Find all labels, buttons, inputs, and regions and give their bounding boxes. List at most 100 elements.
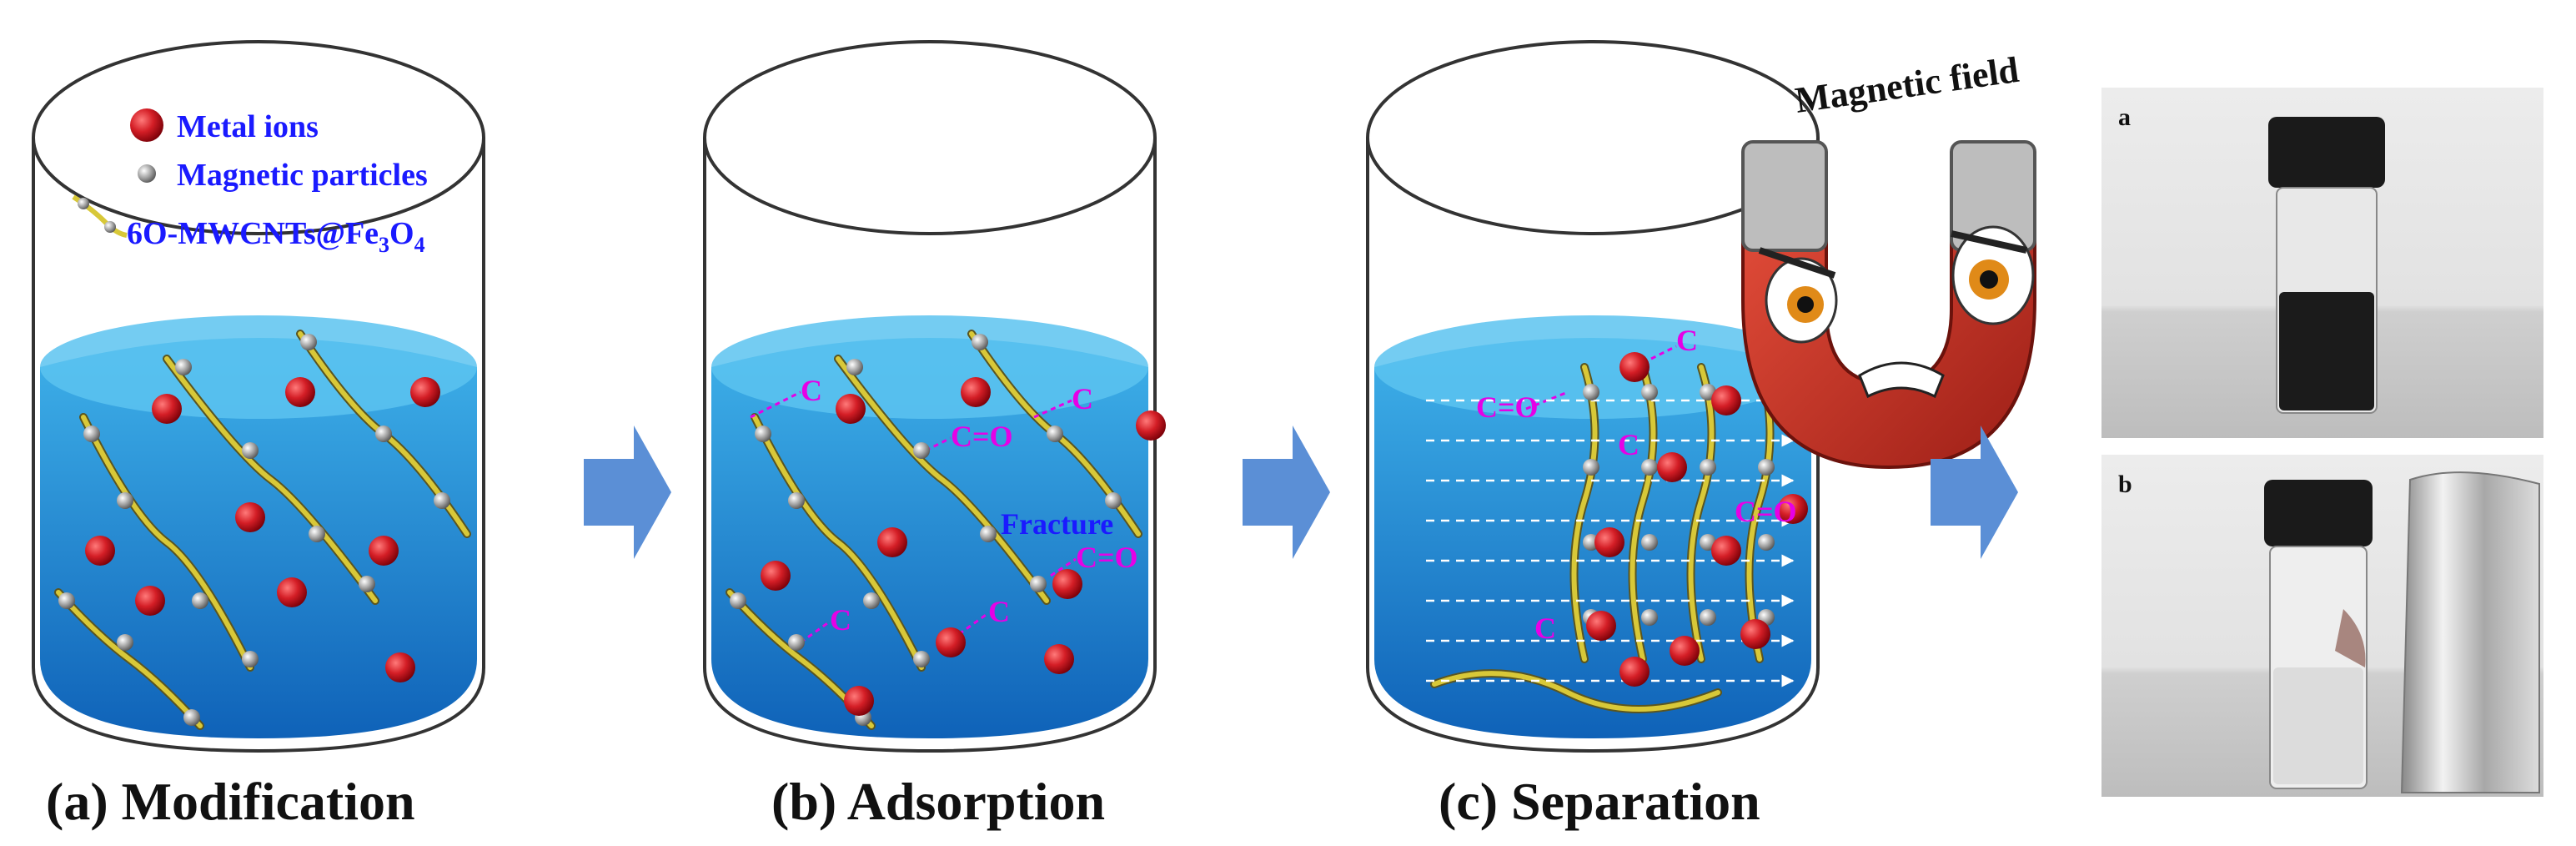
bond-line bbox=[958, 612, 989, 636]
bond-label: C bbox=[1676, 324, 1698, 357]
metal-ion bbox=[235, 502, 265, 532]
photo-b-label: b bbox=[2118, 471, 2132, 498]
magnetic-particle bbox=[117, 492, 133, 509]
magnetic-particle bbox=[1030, 576, 1047, 592]
nanotube bbox=[1571, 365, 1598, 662]
fracture-label: Fracture bbox=[1001, 507, 1113, 541]
bond-label: C bbox=[1534, 612, 1556, 645]
magnetic-particle bbox=[1583, 384, 1599, 400]
metal-ion bbox=[844, 686, 874, 716]
metal-ion bbox=[961, 377, 991, 407]
nanotube bbox=[164, 356, 378, 603]
bond-line bbox=[916, 436, 952, 456]
beaker-b bbox=[703, 40, 1157, 753]
nanotube bbox=[56, 590, 203, 728]
liquid-b bbox=[711, 338, 1148, 738]
metal-ion bbox=[369, 536, 399, 566]
magnetic-particle bbox=[242, 651, 259, 667]
metal-ion bbox=[152, 394, 182, 424]
magnetic-particle bbox=[300, 334, 317, 350]
metal-ion bbox=[1778, 494, 1808, 524]
magnet-icon bbox=[1741, 140, 2036, 470]
legend-magnetic-particles: Magnetic particles bbox=[177, 158, 428, 193]
magnetic-particle bbox=[434, 492, 450, 509]
bond-line bbox=[1650, 345, 1677, 360]
metal-ion bbox=[1657, 452, 1687, 482]
magnetic-particle bbox=[913, 442, 930, 459]
metal-ion bbox=[836, 394, 866, 424]
metal-ion bbox=[410, 377, 440, 407]
legend-metal-ions: Metal ions bbox=[177, 109, 319, 144]
caption-adsorption: (b) Adsorption bbox=[771, 772, 1105, 831]
liquid-a bbox=[40, 338, 477, 738]
photo-a-label: a bbox=[2118, 103, 2131, 131]
particle-layer bbox=[58, 334, 1775, 726]
magnetic-particle bbox=[359, 576, 375, 592]
magnetic-particle bbox=[1641, 459, 1658, 476]
magnetic-particle bbox=[1641, 609, 1658, 626]
metal-ion bbox=[1619, 657, 1650, 687]
bond-label: C bbox=[1072, 382, 1093, 415]
magnetic-particle bbox=[1758, 534, 1775, 551]
nanotube bbox=[81, 415, 253, 670]
metal-ion bbox=[277, 577, 307, 607]
metal-ion-icon bbox=[130, 108, 163, 142]
magnetic-particle bbox=[1105, 492, 1122, 509]
metal-ion bbox=[1594, 527, 1624, 557]
photo-a: a bbox=[2101, 88, 2543, 438]
magnetic-particle bbox=[1641, 384, 1658, 400]
magnetic-particle bbox=[1047, 426, 1063, 442]
bond-line bbox=[750, 390, 801, 419]
arrow-a-to-b bbox=[584, 426, 671, 559]
bond-line bbox=[800, 620, 831, 644]
metal-ion bbox=[1136, 410, 1166, 441]
magnetic-particle bbox=[1758, 459, 1775, 476]
magnetic-particle bbox=[83, 426, 100, 442]
metal-ion bbox=[936, 627, 966, 657]
legend: Metal ions Magnetic particles 6O-MWCNTs@… bbox=[72, 108, 428, 257]
bond-label: C bbox=[830, 603, 851, 637]
metal-ion bbox=[1740, 619, 1770, 649]
magnetic-particle bbox=[58, 592, 75, 609]
magnetic-particle bbox=[730, 592, 746, 609]
magnetic-field-label: Magnetic field bbox=[1793, 49, 2021, 121]
magnetic-particle bbox=[788, 634, 805, 651]
nanotube bbox=[1688, 365, 1715, 662]
nanotube bbox=[1432, 671, 1720, 712]
legend-composite: 6O-MWCNTs@Fe3O4 bbox=[127, 216, 425, 257]
photo-b: b bbox=[2101, 455, 2543, 797]
magnetic-particle bbox=[117, 634, 133, 651]
magnetic-particle bbox=[863, 592, 880, 609]
bond-label: C=O bbox=[1076, 541, 1138, 574]
bond-label: C=O bbox=[1735, 495, 1797, 528]
metal-ion bbox=[877, 527, 907, 557]
magnetic-particle bbox=[1700, 459, 1716, 476]
magnetic-particle bbox=[192, 592, 208, 609]
nanotube bbox=[1629, 365, 1656, 662]
magnetic-particle bbox=[242, 442, 259, 459]
magnetic-particle bbox=[755, 426, 771, 442]
magnetic-particle bbox=[1700, 609, 1716, 626]
bond-line bbox=[1033, 399, 1072, 419]
metal-ion bbox=[1711, 385, 1741, 415]
metal-ion bbox=[761, 561, 791, 591]
metal-ion bbox=[1670, 636, 1700, 666]
metal-ion bbox=[385, 652, 415, 682]
metal-ion bbox=[1619, 352, 1650, 382]
field-line-layer bbox=[1426, 394, 1795, 687]
beaker-a bbox=[32, 40, 485, 753]
magnetic-particle bbox=[183, 709, 200, 726]
metal-ion bbox=[135, 586, 165, 616]
metal-ion bbox=[1711, 536, 1741, 566]
nanotube bbox=[752, 415, 924, 670]
magnetic-particle bbox=[175, 359, 192, 375]
bond-label: C bbox=[988, 595, 1010, 628]
bond-label: C=O bbox=[1476, 390, 1539, 424]
metal-ion bbox=[1052, 569, 1082, 599]
magnetic-particle bbox=[972, 334, 988, 350]
metal-ion bbox=[1586, 611, 1616, 641]
metal-ion bbox=[1044, 644, 1074, 674]
bond-label: C bbox=[1618, 428, 1640, 461]
